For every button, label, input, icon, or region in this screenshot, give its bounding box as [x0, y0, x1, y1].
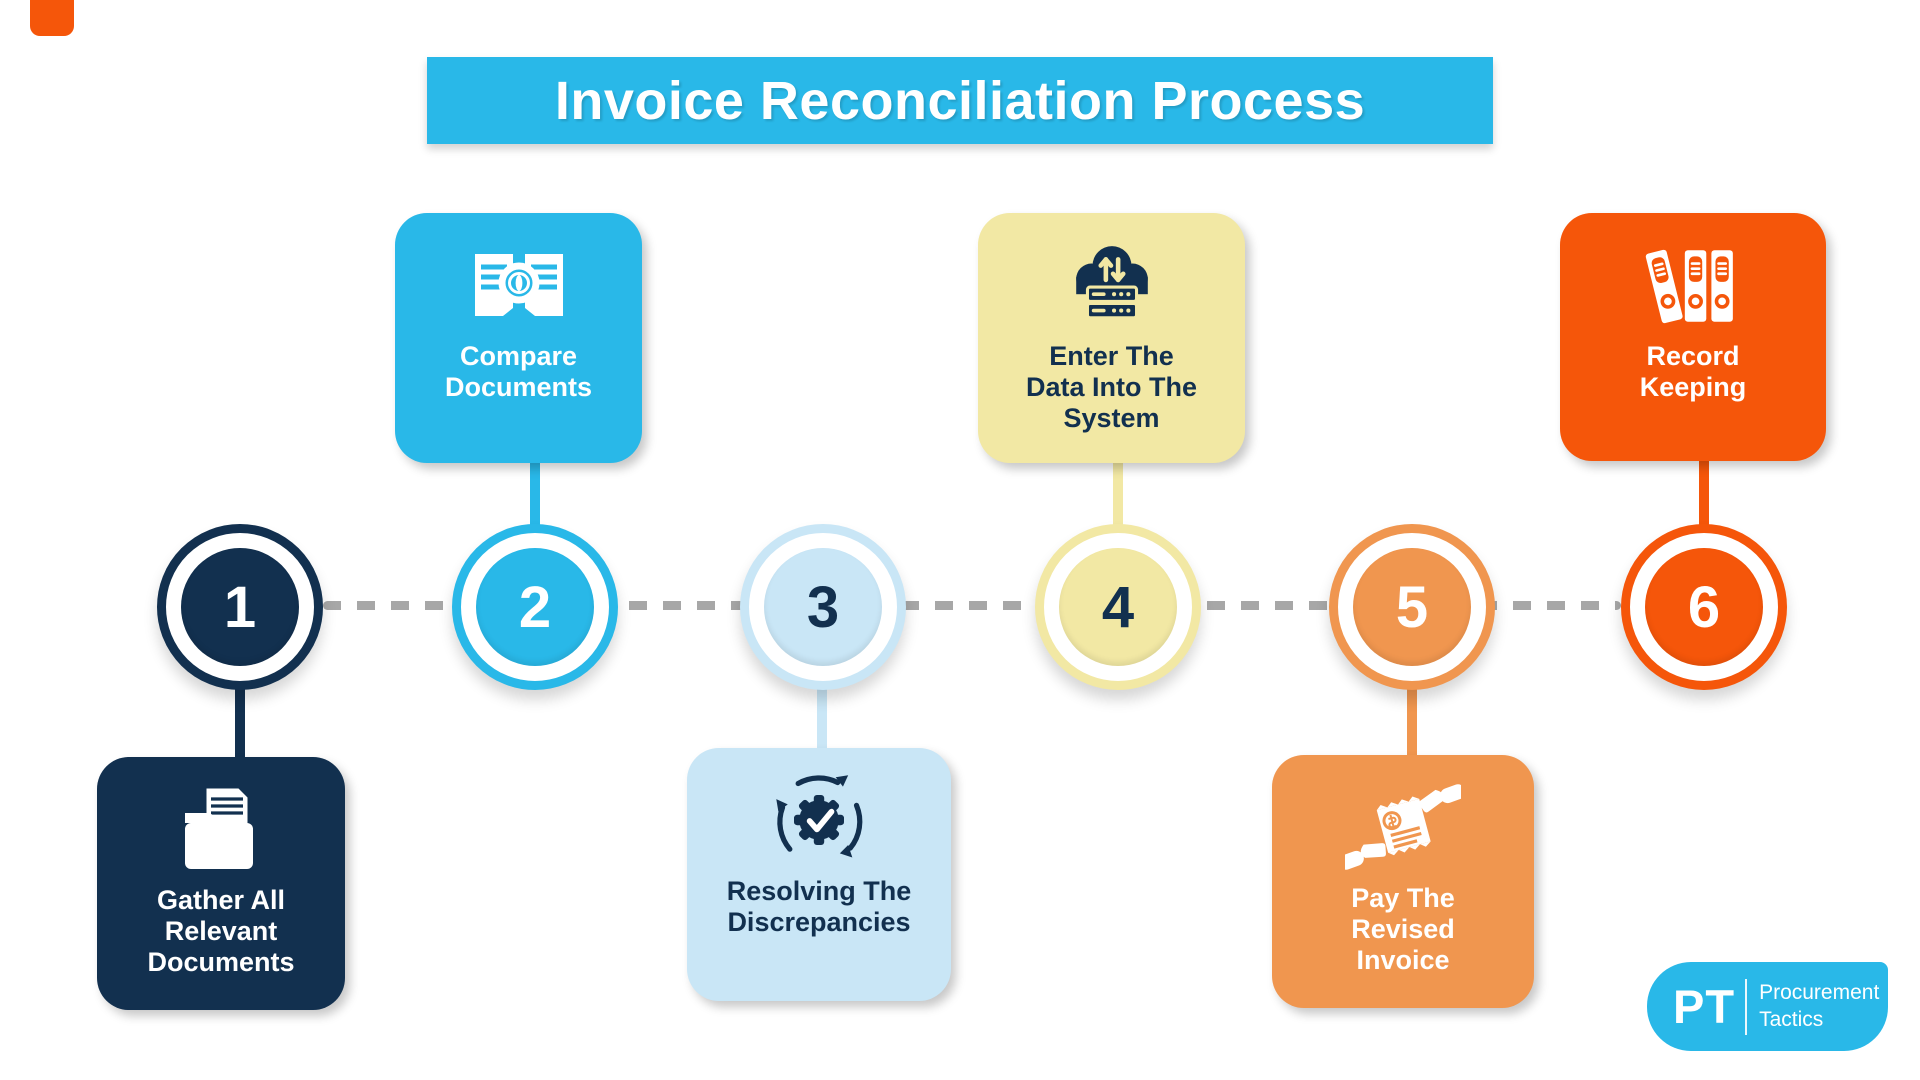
pay-invoice-icon	[1345, 779, 1461, 875]
cloud-server-icon	[1058, 237, 1166, 333]
step-circle-6: 6	[1621, 524, 1787, 690]
step-circle-1: 1	[157, 524, 323, 690]
step-box-6: Record Keeping	[1560, 213, 1826, 461]
logo-abbreviation: PT	[1673, 980, 1736, 1033]
gear-check-cycle-icon	[769, 772, 869, 868]
connector-step-1	[235, 683, 245, 761]
logo-name: Procurement Tactics	[1759, 981, 1880, 1031]
step-number: 4	[1059, 548, 1177, 666]
timeline-dashed-line	[323, 601, 1621, 610]
step-circle-4: 4	[1035, 524, 1201, 690]
step-label: Pay The Revised Invoice	[1351, 883, 1455, 975]
compare-documents-icon	[465, 237, 573, 333]
corner-decoration	[30, 0, 74, 36]
step-box-3: Resolving The Discrepancies	[687, 748, 951, 1001]
connector-step-2	[530, 459, 540, 529]
title-banner: Invoice Reconciliation Process	[427, 57, 1493, 144]
binders-icon	[1639, 237, 1747, 333]
connector-step-6	[1699, 457, 1709, 529]
step-number: 2	[476, 548, 594, 666]
step-circle-2: 2	[452, 524, 618, 690]
step-label: Record Keeping	[1639, 341, 1747, 402]
step-number: 3	[764, 548, 882, 666]
connector-step-4	[1113, 459, 1123, 529]
step-label: Gather All Relevant Documents	[147, 885, 295, 977]
step-box-2: Compare Documents	[395, 213, 642, 463]
step-box-5: Pay The Revised Invoice	[1272, 755, 1534, 1008]
folder-documents-icon	[169, 781, 273, 877]
step-circle-3: 3	[740, 524, 906, 690]
step-label: Enter The Data Into The System	[1025, 341, 1197, 433]
step-label: Resolving The Discrepancies	[726, 876, 912, 937]
pt-logo: PT Procurement Tactics	[1647, 962, 1888, 1051]
step-number: 1	[181, 548, 299, 666]
step-label: Compare Documents	[444, 341, 593, 402]
step-box-4: Enter The Data Into The System	[978, 213, 1245, 463]
logo-divider	[1745, 978, 1748, 1035]
step-circle-5: 5	[1329, 524, 1495, 690]
step-box-1: Gather All Relevant Documents	[97, 757, 345, 1010]
step-number: 6	[1645, 548, 1763, 666]
page-title: Invoice Reconciliation Process	[554, 70, 1366, 131]
connector-step-3	[817, 683, 827, 752]
connector-step-5	[1407, 683, 1417, 759]
step-number: 5	[1353, 548, 1471, 666]
